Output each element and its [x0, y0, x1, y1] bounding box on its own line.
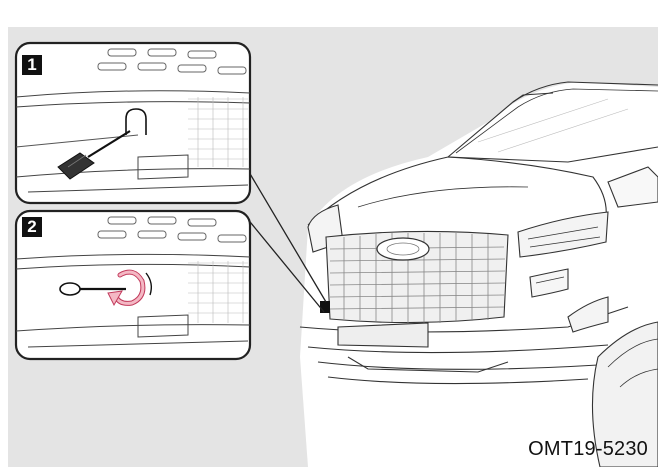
step-1-badge: 1: [22, 55, 42, 75]
step-1-inset: [14, 41, 252, 205]
rotate-arrow-icon: [107, 269, 153, 307]
illustration: [14, 41, 658, 467]
tow-hook-icon: [59, 282, 126, 296]
step-2-badge: 2: [22, 217, 42, 237]
car-front-illustration: [299, 81, 658, 467]
figure-code: OMT19-5230: [528, 438, 648, 460]
callout-lines: [245, 166, 327, 313]
tow-hook-figure: 1 2 OMT19-5230: [8, 27, 658, 467]
screwdriver-icon: [57, 130, 131, 180]
step-2-inset: [14, 209, 252, 361]
